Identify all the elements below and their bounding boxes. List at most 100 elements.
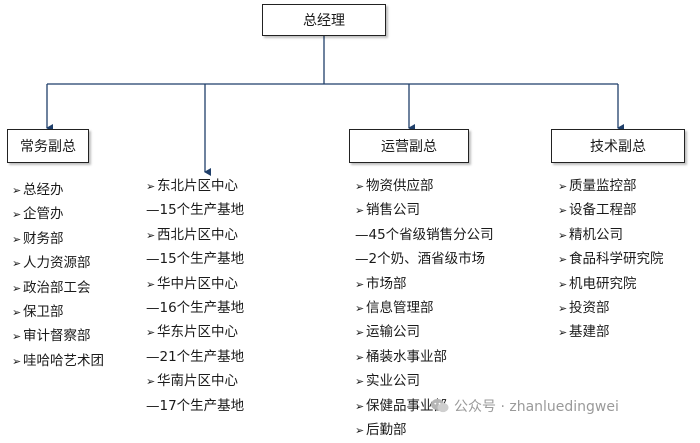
list-item: ➢设备工程部 (558, 198, 664, 222)
bullet-arrow-icon: ➢ (355, 180, 365, 193)
list-item: ➢西北片区中心 (146, 223, 244, 247)
operations-vp-box: 运营副总 (349, 129, 469, 163)
bullet-arrow-icon: ➢ (12, 281, 22, 295)
list-item-text: 政治部工会 (23, 279, 91, 296)
list-item: ➢审计督察部 (12, 324, 104, 348)
list-item: ➢市场部 (355, 272, 494, 296)
bullet-arrow-icon: ➢ (355, 350, 365, 364)
bullet-arrow-icon: ➢ (558, 180, 568, 193)
list-item: ➢哇哈哈艺术团 (12, 349, 104, 373)
wechat-icon (431, 399, 449, 413)
bullet-arrow-icon: ➢ (558, 253, 568, 267)
list-item-text: —16个生产基地 (146, 299, 245, 316)
list-item: ➢精机公司 (558, 223, 664, 247)
bullet-arrow-icon: ➢ (12, 232, 22, 246)
list-item-text: —45个省级销售分公司 (355, 226, 494, 243)
list-item: ➢食品科学研究院 (558, 247, 664, 271)
bullet-arrow-icon: ➢ (558, 301, 568, 315)
executive-vp-label: 常务副总 (20, 139, 76, 155)
list-item-text: —17个生产基地 (146, 397, 245, 414)
list-item-text: 保卫部 (23, 303, 64, 320)
list-item: —21个生产基地 (146, 345, 244, 369)
list-item-text: 设备工程部 (569, 202, 637, 219)
list-item: ➢销售公司 (355, 198, 494, 222)
list-item: ➢物资供应部 (355, 174, 494, 198)
list-item: ➢人力资源部 (12, 251, 104, 275)
bullet-arrow-icon: ➢ (558, 277, 568, 291)
technology-vp-label: 技术副总 (590, 139, 646, 155)
list-item-text: 精机公司 (569, 226, 623, 243)
list-item: ➢投资部 (558, 296, 664, 320)
list-item: —17个生产基地 (146, 394, 244, 418)
list-item-text: 质量监控部 (569, 178, 637, 194)
list-item: ➢质量监控部 (558, 174, 664, 198)
list-item-text: 哇哈哈艺术团 (23, 352, 104, 369)
bullet-arrow-icon: ➢ (558, 326, 568, 340)
list-item: ➢信息管理部 (355, 296, 494, 320)
list-item: ➢企管办 (12, 202, 104, 226)
list-item-text: 机电研究院 (569, 275, 637, 292)
list-item-text: 食品科学研究院 (569, 251, 664, 268)
list-item: ➢机电研究院 (558, 272, 664, 296)
list-item: ➢财务部 (12, 227, 104, 251)
list-item-text: 西北片区中心 (157, 226, 238, 243)
bullet-arrow-icon: ➢ (355, 326, 365, 340)
list-item-text: 市场部 (366, 275, 407, 292)
list-item: —15个生产基地 (146, 198, 244, 222)
operations-vp-label: 运营副总 (381, 139, 437, 155)
list-item: ➢后勤部 (355, 418, 494, 442)
bullet-arrow-icon: ➢ (355, 423, 365, 437)
list-item: —2个奶、酒省级市场 (355, 247, 494, 271)
list-item: ➢保健品事业部 (355, 394, 494, 418)
bullet-arrow-icon: ➢ (146, 326, 156, 340)
list-item: ➢东北片区中心 (146, 174, 244, 198)
list-item-text: 投资部 (569, 299, 610, 316)
list-item-text: 运输公司 (366, 324, 420, 341)
executive-vp-box: 常务副总 (7, 129, 89, 163)
list-item: ➢桶装水事业部 (355, 345, 494, 369)
bullet-arrow-icon: ➢ (558, 228, 568, 242)
regional-centers-list: ➢东北片区中心—15个生产基地➢西北片区中心—15个生产基地➢华中片区中心—16… (146, 174, 244, 418)
list-item-text: 保健品事业部 (366, 397, 447, 414)
list-item-text: 后勤部 (366, 421, 407, 438)
bullet-arrow-icon: ➢ (12, 305, 22, 319)
watermark-text: 公众号 · zhanluedingwei (454, 399, 619, 415)
list-item-text: —15个生产基地 (146, 202, 245, 219)
bullet-arrow-icon: ➢ (146, 375, 156, 389)
list-item-text: 销售公司 (366, 202, 420, 219)
list-item: ➢总经办 (12, 178, 104, 202)
list-item-text: 信息管理部 (366, 299, 434, 316)
list-item-text: 华东片区中心 (157, 324, 238, 341)
list-item-text: 审计督察部 (23, 328, 91, 345)
list-item: ➢华南片区中心 (146, 369, 244, 393)
list-item-text: 基建部 (569, 324, 610, 341)
list-item: —15个生产基地 (146, 247, 244, 271)
list-item: ➢华东片区中心 (146, 320, 244, 344)
general-manager-box: 总经理 (262, 4, 386, 36)
list-item-text: —15个生产基地 (146, 251, 245, 268)
list-item: ➢政治部工会 (12, 276, 104, 300)
list-item: ➢基建部 (558, 320, 664, 344)
list-item-text: —21个生产基地 (146, 348, 245, 365)
bullet-arrow-icon: ➢ (146, 277, 156, 291)
operations-departments: ➢物资供应部➢销售公司—45个省级销售分公司—2个奶、酒省级市场➢市场部➢信息管… (355, 174, 494, 442)
list-item: ➢保卫部 (12, 300, 104, 324)
bullet-arrow-icon: ➢ (355, 399, 365, 413)
technology-vp-box: 技术副总 (551, 129, 685, 163)
list-item-text: 企管办 (23, 206, 64, 223)
list-item: ➢华中片区中心 (146, 272, 244, 296)
bullet-arrow-icon: ➢ (12, 208, 22, 222)
technology-departments: ➢质量监控部➢设备工程部➢精机公司➢食品科学研究院➢机电研究院➢投资部➢基建部 (558, 174, 664, 345)
list-item-text: 华南片区中心 (157, 373, 238, 390)
list-item-text: —2个奶、酒省级市场 (355, 251, 486, 268)
list-item-text: 人力资源部 (23, 255, 91, 272)
bullet-arrow-icon: ➢ (12, 330, 22, 344)
bullet-arrow-icon: ➢ (355, 204, 365, 218)
bullet-arrow-icon: ➢ (355, 277, 365, 291)
watermark: 公众号 · zhanluedingwei (430, 396, 619, 416)
list-item-text: 财务部 (23, 230, 64, 247)
list-item-text: 东北片区中心 (157, 178, 238, 194)
list-item: ➢运输公司 (355, 320, 494, 344)
general-manager-label: 总经理 (303, 13, 345, 29)
